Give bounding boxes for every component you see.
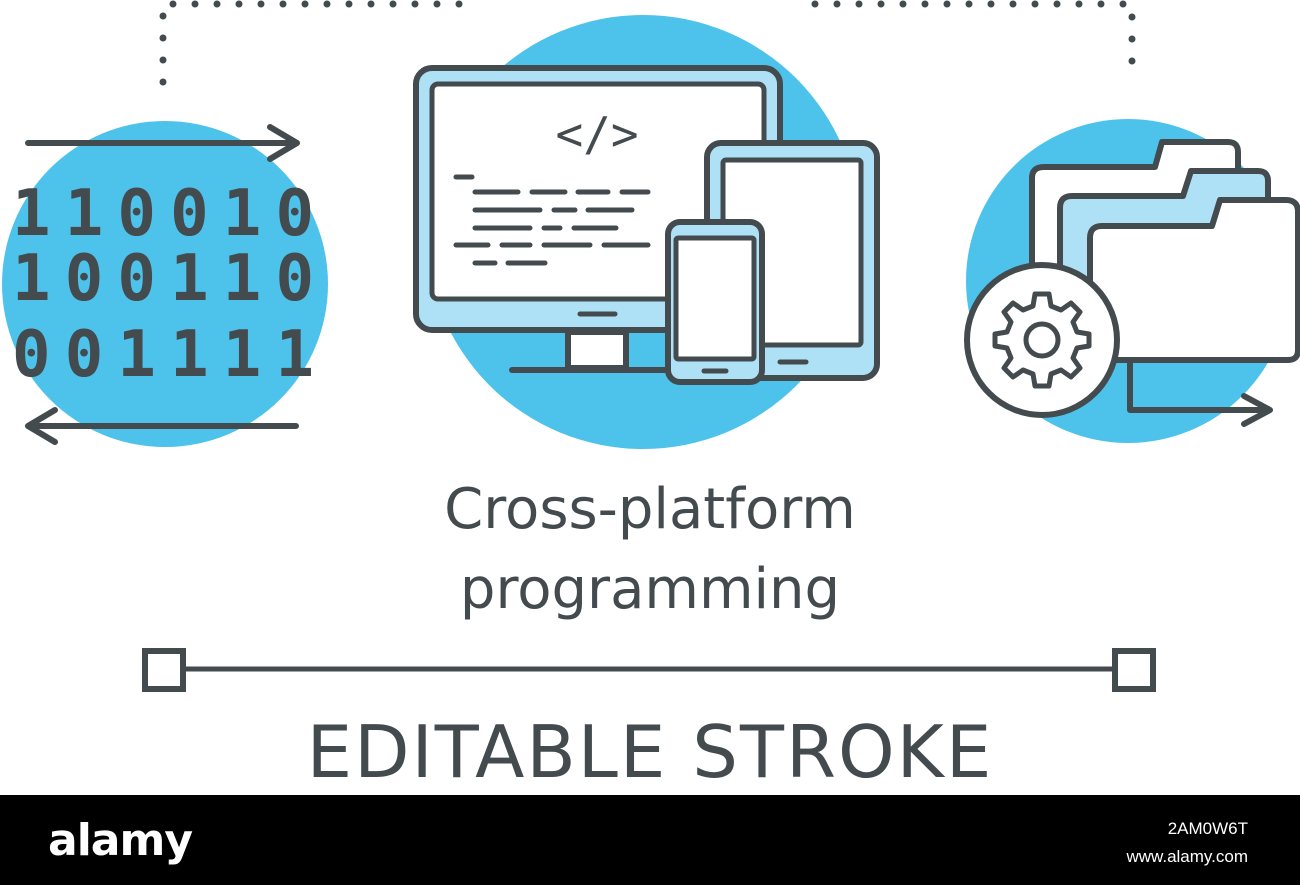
code-tag-icon: </>: [555, 107, 638, 161]
handle-right: [1112, 648, 1156, 692]
folder-front-icon: [1087, 197, 1300, 363]
dotted-connector-left: [159, 0, 484, 86]
gear-icon: [992, 291, 1092, 389]
dotted-connector-right: [811, 0, 1136, 86]
binary-data-icon: 110010 100110 001111: [2, 121, 328, 447]
illustration-canvas: 110010 100110 001111 </>: [2, 0, 1300, 692]
editable-stroke-divider: [142, 648, 1156, 692]
concept-title: Cross-platform programming: [300, 470, 1000, 630]
stock-footer-bar: alamy 2AM0W6T www.alamy.com: [0, 795, 1300, 885]
site-url: www.alamy.com: [1126, 847, 1248, 866]
phone-icon: [665, 219, 765, 385]
image-id: 2AM0W6T: [1167, 819, 1248, 838]
monitor-tablet-phone-icon: </>: [413, 15, 880, 449]
concept-title-line-2: programming: [459, 557, 841, 622]
folders-gear-icon: [964, 119, 1300, 443]
editable-stroke-label: EDITABLE STROKE: [306, 710, 994, 794]
brand-logo: alamy: [48, 815, 193, 866]
code-lines: [453, 174, 651, 266]
folder-arrow-icon: [1127, 359, 1273, 427]
arrow-left-icon: [25, 407, 299, 445]
arrow-right-icon: [25, 124, 300, 162]
concept-title-line-1: Cross-platform: [444, 477, 856, 542]
handle-left: [142, 648, 186, 692]
